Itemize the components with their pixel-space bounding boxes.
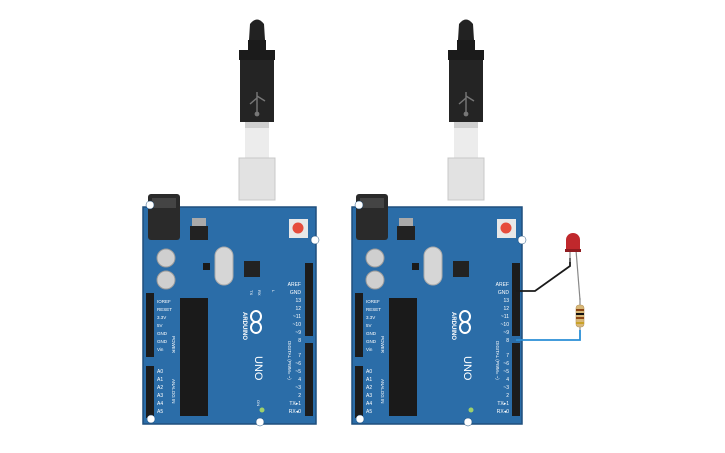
arduino-uno-board-1[interactable]: ARDUINO UNO DIGITAL (PWM= ~) POWER ANALO… (142, 194, 320, 427)
pin-label: IOREF (366, 299, 380, 304)
analog-pin-labels: A0 A1 A2 A3 A4 A5 (366, 369, 372, 415)
gnd-wire[interactable] (516, 258, 571, 292)
analog-pin-labels: A0 A1 A2 A3 A4 A5 (157, 369, 163, 415)
pin-label: ~11 (293, 314, 301, 320)
pin-label: ~5 (503, 369, 509, 375)
power-label: POWER (380, 336, 385, 354)
pin-label: 3.3V (366, 315, 375, 320)
brand-label: ARDUINO (450, 312, 456, 340)
pin-label: A5 (157, 409, 163, 415)
pin-label: A4 (157, 401, 163, 407)
usb-cable-1[interactable] (238, 18, 276, 201)
pin-label: A2 (366, 385, 372, 391)
top-pin-labels: AREF GND 13 12 ~11 ~10 ~9 8 (288, 282, 302, 344)
top-pin-labels: AREF GND 13 12 ~11 ~10 ~9 8 (496, 282, 510, 344)
arduino-uno-board-2[interactable]: ARDUINO UNO DIGITAL (PWM= ~) POWER ANALO… (351, 194, 527, 427)
model-label: UNO (461, 356, 473, 381)
bottom-pin-labels: 7 ~6 ~5 4 ~3 2 TX▸1 RX◂0 (289, 353, 301, 415)
pin-label: 4 (506, 377, 509, 383)
pin-label: A0 (366, 369, 372, 375)
pin-label: 2 (298, 393, 301, 399)
pin-label: GND (157, 331, 168, 336)
crystal (214, 246, 234, 286)
rx-led-label: RX (257, 290, 262, 296)
pin-label: A5 (366, 409, 372, 415)
pin-label: TX▸1 (289, 401, 301, 407)
pin-label: A1 (366, 377, 372, 383)
pin-label: 5V (157, 323, 163, 328)
usb-cable-2[interactable] (447, 18, 485, 201)
analog-label: ANALOG IN (171, 379, 176, 404)
arduino-logo-icon (459, 310, 471, 334)
pin-label: A3 (157, 393, 163, 399)
pin-label: A4 (366, 401, 372, 407)
pin-label: 12 (295, 306, 301, 312)
resistor-icon[interactable] (575, 298, 585, 330)
pin-label: ~10 (501, 322, 510, 328)
pin-label: RESET (366, 307, 381, 312)
power-pin-labels: IOREF RESET 3.3V 5V GND GND Vin (157, 299, 172, 352)
pin-label: 13 (503, 298, 509, 304)
analog-label: ANALOG IN (380, 379, 385, 404)
power-label: POWER (171, 336, 176, 354)
model-label: UNO (252, 356, 264, 381)
pin-label: GND (498, 290, 510, 296)
pin-label: 13 (295, 298, 301, 304)
pin-label: 2 (506, 393, 509, 399)
pin-label: IOREF (157, 299, 171, 304)
pin-label: ~3 (503, 385, 509, 391)
pin-label: Vin (157, 347, 164, 352)
brand-label: ARDUINO (241, 312, 247, 340)
l-led-label: L (271, 290, 276, 293)
pin-label: ~9 (295, 330, 301, 336)
pin-label: A2 (157, 385, 163, 391)
pin-label: TX▸1 (497, 401, 509, 407)
pin-label: A0 (157, 369, 163, 375)
pin-label: 7 (506, 353, 509, 359)
signal-wire[interactable] (516, 330, 581, 341)
pin-label: ~6 (503, 361, 509, 367)
pin-label: 8 (506, 338, 509, 344)
pin-label: GND (366, 331, 377, 336)
pin-label: GND (366, 339, 377, 344)
pin-label: ~3 (295, 385, 301, 391)
pin-label: Vin (366, 347, 373, 352)
on-label: ON (256, 400, 261, 406)
pin-label: ~9 (503, 330, 509, 336)
pin-label: 3.3V (157, 315, 166, 320)
pin-label: 12 (503, 306, 509, 312)
pin-label: GND (290, 290, 302, 296)
pin-label: ~6 (295, 361, 301, 367)
pin-label: 8 (298, 338, 301, 344)
atmega-chip (180, 298, 208, 416)
pin-label: GND (157, 339, 168, 344)
pin-label: ~5 (295, 369, 301, 375)
pin-label: 7 (298, 353, 301, 359)
pin-label: RESET (157, 307, 172, 312)
digital-label: DIGITAL (PWM= ~) (495, 341, 500, 380)
arduino-logo-icon (250, 310, 262, 334)
pin-label: RX◂0 (289, 409, 301, 415)
pin-label: A3 (366, 393, 372, 399)
led-icon[interactable] (565, 233, 581, 301)
bottom-pin-labels: 7 ~6 ~5 4 ~3 2 TX▸1 RX◂0 (497, 353, 509, 415)
tx-led-label: TX (249, 290, 254, 295)
power-pin-labels: IOREF RESET 3.3V 5V GND GND Vin (366, 299, 381, 352)
pin-label: RX◂0 (497, 409, 509, 415)
pin-label: ~10 (293, 322, 302, 328)
pin-label: A1 (157, 377, 163, 383)
pin-label: AREF (496, 282, 509, 288)
pin-label: AREF (288, 282, 301, 288)
pin-label: 4 (298, 377, 301, 383)
digital-label: DIGITAL (PWM= ~) (287, 341, 292, 380)
pin-label: ~11 (501, 314, 509, 320)
pin-label: 5V (366, 323, 372, 328)
